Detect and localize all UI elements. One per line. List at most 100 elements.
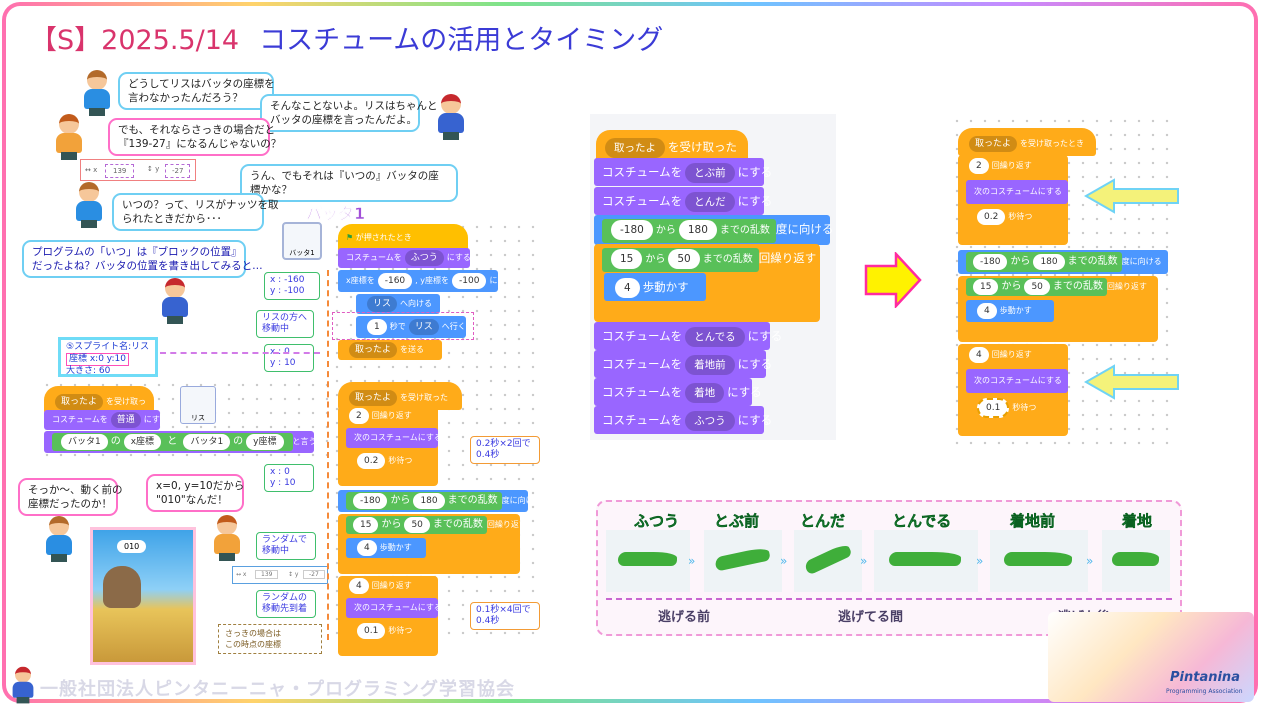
chevron-right-icon: » [976, 554, 984, 568]
big-costume-5[interactable]: コスチュームを着地にする [594, 378, 762, 406]
grasshopper-costume-image-1 [704, 530, 782, 592]
costume-label-4: 着地前 [1010, 512, 1056, 530]
stage-speech-bubble: 010 [117, 540, 147, 553]
y-value: -27 [165, 164, 191, 178]
big-costume-3[interactable]: コスチュームをとんでるにする [594, 322, 782, 350]
grasshopper-thumbnail[interactable]: バッタ1 [282, 222, 322, 260]
big-costume-6[interactable]: コスチュームをふつうにする [594, 406, 772, 434]
phase-label-0: 逃げる前 [658, 610, 711, 625]
transform-arrow-icon [864, 252, 922, 308]
x-value: 139 [105, 164, 135, 178]
right-when-receive-hat[interactable]: 取ったよを受け取ったとき [958, 128, 1096, 156]
green-flag-icon: ⚑ [346, 233, 354, 242]
sprite-name-line: ⑤スプライト名:リス [66, 342, 150, 352]
squirrel-thumbnail[interactable]: リス [180, 386, 216, 424]
stage-preview: 010 [90, 527, 196, 665]
logo-title: Pintanina [1170, 670, 1240, 685]
x-arrow-icon: ↔ x [85, 166, 98, 174]
coordinate-readout: ↔ x 139 ↕ y -27 [80, 159, 196, 181]
glide-highlight [332, 312, 474, 340]
girl-character [50, 114, 88, 160]
costume-label-3: とんでる [892, 512, 952, 530]
right-next-costume-1[interactable]: 次のコスチュームにする [966, 180, 1068, 204]
big-costume-4[interactable]: コスチュームを着地前にする [594, 350, 772, 378]
chevron-right-icon: » [688, 554, 696, 568]
x-value-2: 139 [255, 570, 279, 579]
sprite-coord-line: 座標 x:0 y:10 [66, 353, 129, 366]
speech-bubble-8: x=0, y=10だから "010"なんだ！ [146, 474, 244, 512]
chevron-right-icon: » [860, 554, 868, 568]
squirrel-costume-block[interactable]: コスチュームを普通にする [44, 410, 168, 430]
point-towards-block[interactable]: リスへ向ける [356, 294, 440, 314]
next-costume-block-2[interactable]: 次のコスチュームにする [346, 598, 442, 618]
y-arrow-icon-2: ↕ y [288, 571, 299, 578]
note-start-coord: x : -160 y : -100 [264, 272, 320, 300]
grasshopper-costume-image-5 [1102, 530, 1170, 592]
note-random-arrived: ランダムの 移動先到着 [256, 590, 316, 618]
boy-character [78, 70, 116, 116]
x-arrow-icon-2: ↔ x [236, 571, 247, 578]
footer-org-name: 一般社団法人ピンタニーニャ・プログラミング学習協会 [40, 679, 515, 700]
big-costume-2[interactable]: コスチュームをとんだにする [594, 187, 772, 215]
timeline-dashed-line [327, 270, 329, 640]
highlight-arrow-icon-2 [1084, 364, 1179, 400]
girl-character-2 [208, 515, 246, 561]
footer-mascot [8, 666, 38, 704]
costume-label-5: 着地 [1122, 512, 1153, 530]
sprite-title: バッタ1 [306, 204, 366, 224]
note-coord-2: x : 0 y : 10 [264, 464, 314, 492]
green-flag-hat[interactable]: ⚑ が押されたとき [338, 224, 468, 252]
y-arrow-icon: ↕ y [147, 165, 160, 173]
costume-label-2: とんだ [800, 512, 846, 530]
next-costume-block[interactable]: 次のコスチュームにする [346, 428, 442, 448]
broadcast-block[interactable]: 取ったよを送る [338, 340, 442, 360]
costume-block-1[interactable]: コスチュームをふつうにする [338, 248, 471, 268]
note-coord-1: x : 0 y : 10 [264, 344, 314, 372]
boy-character-3 [40, 516, 78, 562]
speech-bubble-5: いつの？って、リスがナッツを取 られたときだから･･･ [112, 193, 278, 231]
teacher-character [432, 94, 470, 140]
costume-label-1: とぶ前 [714, 512, 760, 530]
speech-bubble-1: どうしてリスはバッタの座標を 言わなかったんだろう？ [118, 72, 275, 110]
sprite-size-line: 大きさ: 60 [66, 366, 111, 376]
big-costume-1[interactable]: コスチュームをとぶ前にする [594, 158, 772, 186]
grasshopper-costume-image-2 [794, 530, 862, 592]
teacher-character-2 [156, 278, 194, 324]
logo-subtitle: Programming Association [1166, 688, 1243, 695]
highlight-arrow-icon-1 [1084, 178, 1179, 214]
chevron-right-icon: » [780, 554, 788, 568]
note-02x2: 0.2秒×2回で 0.4秒 [470, 436, 540, 464]
right-next-costume-2[interactable]: 次のコスチュームにする [966, 369, 1068, 393]
speech-bubble-4: うん、でもそれは『いつの』バッタの座標かな？ [240, 164, 458, 202]
squirrel-link-arrow [160, 352, 320, 354]
squirrel-sprite-info: ⑤スプライト名:リス 座標 x:0 y:10 大きさ: 60 [58, 337, 158, 377]
boy-character-2 [70, 182, 108, 228]
logo-ship-illustration: Pintanina Programming Association [1048, 612, 1254, 702]
speech-bubble-2: そんなことないよ。リスはちゃんと バッタの座標を言ったんだよ。 [260, 94, 437, 132]
